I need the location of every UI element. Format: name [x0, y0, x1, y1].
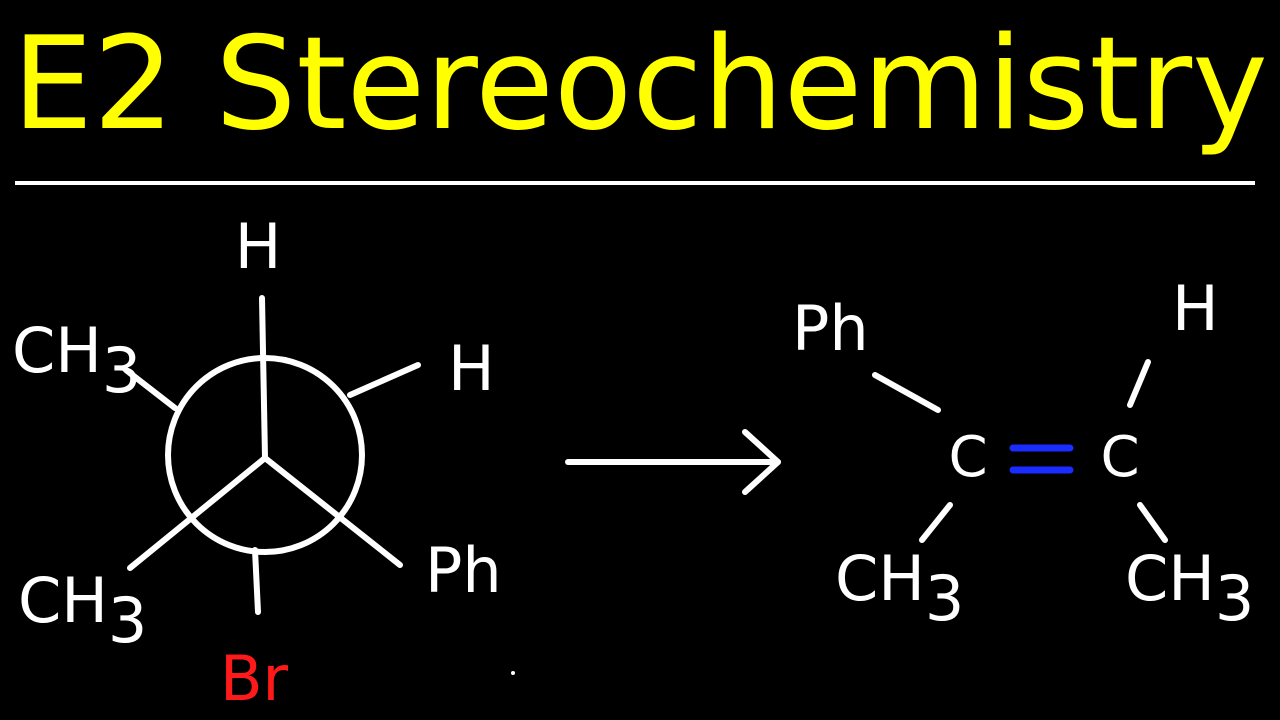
front-bond-top [259, 295, 268, 461]
newman-front-top-label: H [235, 210, 282, 283]
product-left-carbon: C [948, 425, 987, 490]
back-bond-bottom [252, 547, 261, 615]
reaction-arrow [565, 429, 781, 495]
bond-left-upper [872, 372, 941, 413]
back-bond-upper-left [123, 367, 178, 411]
newman-front-lower-right-label: Ph [425, 534, 502, 607]
front-bond-lower-left [127, 455, 268, 571]
product-right-carbon: C [1100, 425, 1139, 490]
bond-right-lower [1137, 502, 1168, 543]
stray-dot [511, 671, 515, 675]
newman-front-lower-left-label: CH3 [18, 564, 147, 657]
newman-projection [123, 295, 421, 615]
product-lower-left-label: CH3 [835, 542, 964, 635]
product-bonds [872, 359, 1168, 543]
slide-title: E2 Stereochemistry [12, 10, 1268, 159]
leaving-group-label: Br [220, 642, 289, 715]
newman-back-upper-left-label: CH3 [12, 314, 141, 407]
newman-back-upper-right-label: H [448, 332, 495, 405]
front-bond-lower-right [262, 455, 403, 568]
bond-left-lower [919, 502, 953, 543]
product-lower-right-label: CH3 [1125, 542, 1254, 635]
double-bond [1009, 444, 1074, 474]
bond-right-upper [1127, 359, 1151, 408]
product-upper-left-label: Ph [792, 292, 869, 365]
back-bond-upper-right [347, 362, 421, 398]
product-upper-right-label: H [1172, 272, 1219, 345]
arrow-head [742, 429, 781, 495]
